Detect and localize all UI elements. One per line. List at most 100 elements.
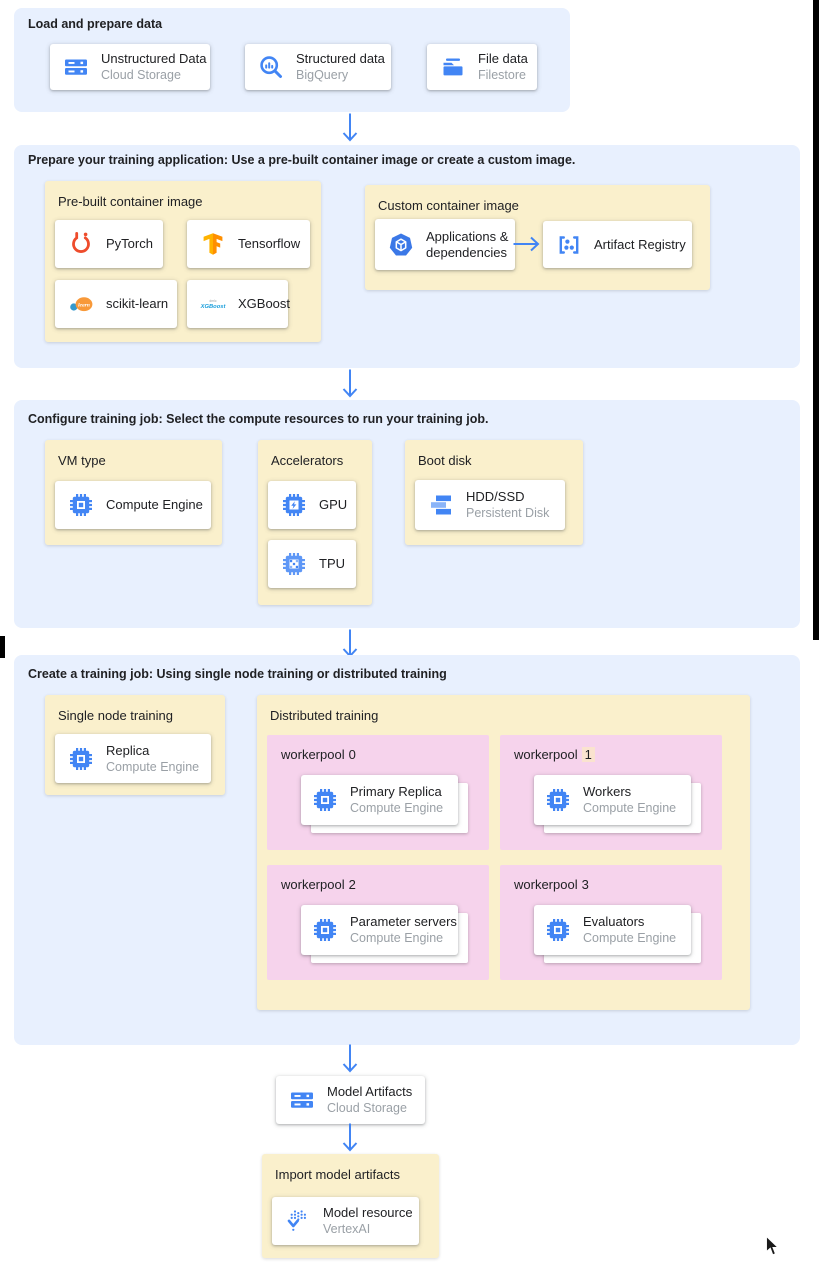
pytorch-card: PyTorch [55, 220, 163, 268]
panel-title: Pre-built container image [58, 194, 203, 209]
card-label: TPU [319, 556, 345, 571]
svg-text:dmlc: dmlc [209, 299, 216, 303]
panel-title: Accelerators [271, 453, 344, 468]
persistent-disk-icon [427, 491, 455, 519]
compute-engine-icon [67, 491, 95, 519]
cloud-storage-icon [288, 1086, 316, 1114]
gpu-chip-icon [280, 491, 308, 519]
pytorch-icon [67, 230, 95, 258]
card-label: scikit-learn [106, 296, 169, 311]
card-sublabel: Cloud Storage [327, 1101, 407, 1115]
vertex-ai-icon [284, 1207, 312, 1235]
scikit-learn-card: learn scikit-learn [55, 280, 177, 328]
card-sublabel: Compute Engine [583, 931, 677, 945]
section-title: Load and prepare data [28, 17, 163, 31]
card-label: File data [478, 51, 528, 66]
card-label: Applications & dependencies [426, 228, 509, 260]
card-sublabel: Compute Engine [106, 759, 200, 774]
compute-engine-icon [544, 916, 572, 944]
card-label: Compute Engine [106, 497, 203, 512]
card-sublabel: Persistent Disk [466, 506, 550, 520]
accelerators-panel: Accelerators GPU TPU [258, 440, 372, 605]
card-label: Workers [583, 784, 632, 799]
compute-engine-icon [311, 916, 339, 944]
panel-title: Custom container image [378, 198, 519, 213]
card-sublabel: Compute Engine [350, 931, 444, 945]
card-sublabel: Filestore [478, 68, 526, 82]
artifact-registry-icon [555, 231, 583, 259]
prebuilt-container-panel: Pre-built container image PyTorch Tensor… [45, 181, 321, 342]
bigquery-icon [257, 53, 285, 81]
applications-dependencies-icon [387, 231, 415, 259]
panel-title: Import model artifacts [275, 1167, 400, 1182]
card-sublabel: Compute Engine [350, 801, 444, 815]
panel-title: Single node training [58, 708, 173, 723]
card-label: Tensorflow [238, 236, 301, 251]
vm-type-panel: VM type Compute Engine [45, 440, 222, 545]
section-title: Configure training job: Select the compu… [28, 412, 489, 426]
card-label: HDD/SSD [466, 489, 525, 504]
gpu-card: GPU [268, 481, 356, 529]
tensorflow-card: Tensorflow [187, 220, 310, 268]
applications-dependencies-card: Applications & dependencies [375, 219, 515, 270]
compute-engine-icon [544, 786, 572, 814]
svg-text:learn: learn [78, 303, 90, 309]
card-label: Artifact Registry [594, 236, 686, 252]
tpu-card: TPU [268, 540, 356, 588]
section-prepare-application: Prepare your training application: Use a… [14, 145, 800, 368]
panel-title: VM type [58, 453, 106, 468]
down-arrow [342, 369, 358, 398]
card-label: Parameter servers [350, 914, 457, 929]
filestore-icon [439, 53, 467, 81]
custom-container-panel: Custom container image Applications & de… [365, 185, 710, 290]
card-label: Model resource [323, 1205, 413, 1220]
screen-edge-bar [0, 636, 5, 658]
cloud-storage-icon [62, 53, 90, 81]
card-label: Evaluators [583, 914, 645, 929]
tpu-chip-icon [280, 550, 308, 578]
panel-title: Distributed training [270, 708, 379, 723]
scikit-learn-icon: learn [67, 290, 95, 318]
down-arrow [342, 113, 358, 142]
compute-engine-icon [67, 745, 95, 773]
card-sublabel: BigQuery [296, 68, 349, 82]
arrow-pointer-cursor [766, 1236, 779, 1256]
highlighted-number: 1 [581, 747, 595, 762]
section-title: Prepare your training application: Use a… [28, 153, 576, 167]
card-label: Model Artifacts [327, 1084, 413, 1099]
screen-edge-bar [813, 0, 819, 640]
card-label: Primary Replica [350, 784, 442, 799]
svg-text:XGBoost: XGBoost [200, 304, 227, 310]
card-label: Structured data [296, 51, 385, 66]
section-create-job: Create a training job: Using single node… [14, 655, 800, 1045]
card-sublabel: VertexAI [323, 1222, 371, 1236]
compute-engine-icon [311, 786, 339, 814]
section-title: Create a training job: Using single node… [28, 667, 447, 681]
card-label: PyTorch [106, 236, 153, 251]
right-arrow [513, 236, 540, 252]
down-arrow [342, 1044, 358, 1073]
card-label: GPU [319, 497, 348, 512]
section-configure-job: Configure training job: Select the compu… [14, 400, 800, 628]
